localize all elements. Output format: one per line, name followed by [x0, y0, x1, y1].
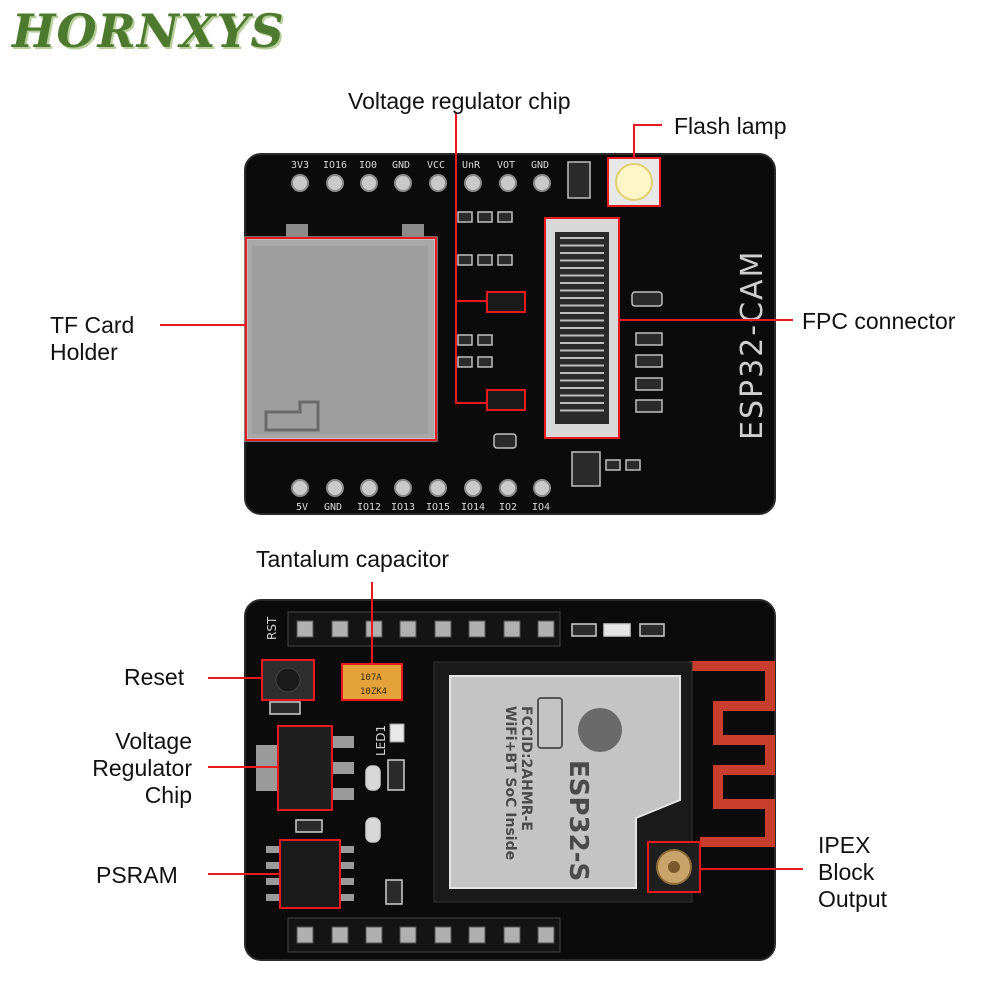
label-reset: Reset — [124, 664, 185, 690]
label-fpc-connector: FPC connector — [802, 308, 956, 334]
top-pin-labels: 3V3 IO16 IO0 GND VCC UnR VOT GND — [291, 160, 549, 171]
module-text: ESP32-S — [563, 760, 593, 881]
label-ipex-line1: IPEX — [818, 832, 871, 858]
top-pin-label: UnR — [462, 160, 481, 171]
label-flash-lamp: Flash lamp — [674, 113, 787, 139]
brand-logo: HORNXYS — [12, 4, 285, 58]
reset-button — [261, 659, 315, 701]
bottom-pin-label: IO13 — [391, 502, 415, 513]
bottom-pin-label: GND — [324, 502, 342, 513]
label-voltage-regulator-line3: Chip — [144, 782, 192, 808]
label-ipex-line3: Output — [818, 886, 888, 912]
module-text: FCCID:2AHMR-E — [518, 706, 534, 831]
top-pin-label: IO0 — [359, 160, 377, 171]
bottom-pin-label: 5V — [296, 502, 308, 513]
rst-silkscreen: RST — [265, 616, 279, 640]
label-voltage-regulator-line1: Voltage — [115, 728, 192, 754]
top-smd-parts — [457, 161, 663, 487]
pcb-antenna — [690, 661, 775, 847]
top-pin-label: VOT — [497, 160, 515, 171]
top-pin-label: GND — [392, 160, 410, 171]
label-tf-card-holder-line1: TF Card — [50, 312, 135, 338]
ipex-connector — [648, 842, 700, 892]
led1 — [389, 723, 405, 743]
module-text: WiFi+BT SoC Inside — [502, 706, 518, 860]
bottom-smd-parts — [269, 623, 665, 905]
tantalum-marking: 10ZK4 — [360, 687, 387, 697]
flash-lamp — [607, 157, 661, 207]
label-psram: PSRAM — [96, 862, 178, 888]
tantalum-marking: 107A — [360, 673, 382, 683]
top-pin-label: 3V3 — [291, 160, 309, 171]
bottom-pin-label: IO14 — [461, 502, 485, 513]
silkscreen-text: ESP32-CAM — [735, 250, 770, 440]
label-tf-card-holder: TF Card Holder — [50, 312, 134, 366]
bottom-board-top-pins — [287, 611, 561, 647]
label-tantalum-capacitor: Tantalum capacitor — [256, 546, 450, 572]
bottom-pin-label: IO12 — [357, 502, 381, 513]
bottom-board: RST 107A 10ZK4 LED1 — [244, 599, 776, 961]
label-tf-card-holder-line2: Holder — [50, 339, 118, 365]
bottom-pin-labels: 5V GND IO12 IO13 IO15 IO14 IO2 IO4 — [296, 502, 550, 513]
label-voltage-regulator: Voltage Regulator Chip — [60, 728, 192, 809]
label-voltage-regulator-chip: Voltage regulator chip — [348, 88, 571, 114]
top-header-pins — [291, 174, 551, 192]
bottom-pin-label: IO2 — [499, 502, 517, 513]
bottom-header-pins — [291, 479, 551, 497]
led-silkscreen: LED1 — [374, 725, 388, 756]
label-voltage-regulator-line2: Regulator — [92, 755, 192, 781]
psram-chip — [266, 839, 354, 909]
label-ipex-line2: Block — [818, 859, 875, 885]
callout-lines — [160, 112, 803, 909]
top-pin-label: IO16 — [323, 160, 347, 171]
top-pin-label: VCC — [427, 160, 445, 171]
tantalum-capacitor: 107A 10ZK4 — [341, 663, 403, 701]
bottom-pin-label: IO4 — [532, 502, 550, 513]
top-pin-label: GND — [531, 160, 549, 171]
bottom-board-bottom-pins — [287, 917, 561, 953]
bottom-pin-label: IO15 — [426, 502, 450, 513]
fpc-connector — [544, 217, 620, 439]
tf-card-holder — [244, 224, 438, 442]
label-ipex-block-output: IPEX Block Output — [818, 832, 887, 913]
